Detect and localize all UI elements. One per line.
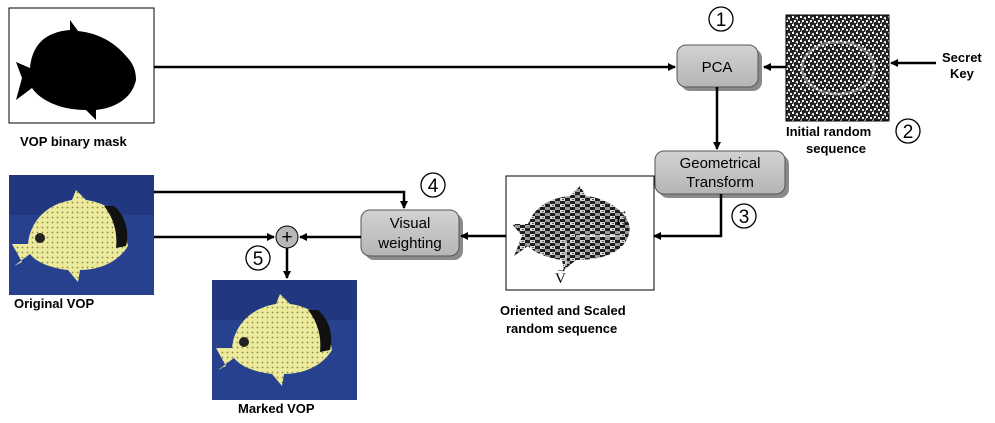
oriented-label-line2: random sequence [506,321,617,336]
transform-label: Transform [686,174,754,191]
marked-vop-image [212,280,357,400]
vector-v-label: V [555,271,566,287]
arrow-geom-to-oriented [653,194,723,240]
oriented-random-sequence-image: U → V → [505,175,655,291]
geometrical-label: Geometrical [680,155,761,172]
weighting-label: weighting [377,235,441,252]
adder-plus: + [281,227,292,248]
vector-u-arrow: → [617,205,628,217]
step-5-marker: 5 [245,245,271,271]
visual-weighting-box: Visual weighting [360,209,463,260]
step-5-number: 5 [253,249,264,270]
original-vop-image [9,175,154,295]
initial-random-sequence-image [785,14,890,122]
step-4-number: 4 [428,176,439,197]
step-3-marker: 3 [731,203,757,229]
original-vop-label: Original VOP [14,296,95,311]
step-2-number: 2 [903,122,914,143]
pca-label: PCA [702,59,733,76]
step-1-number: 1 [716,10,727,31]
initial-random-label-line2: sequence [806,141,866,156]
secret-key-label-line2: Key [950,66,975,81]
vop-binary-mask-label: VOP binary mask [20,134,127,149]
flow-arrows [154,59,936,279]
secret-key-label-line1: Secret [942,50,982,65]
adder-node: + [275,225,299,249]
step-3-number: 3 [739,207,750,228]
vector-v-arrow: → [556,263,567,275]
vector-u-label: U [616,214,627,230]
vop-binary-mask-image [8,7,155,124]
oriented-label-line1: Oriented and Scaled [500,303,626,318]
step-4-marker: 4 [420,172,446,198]
marked-vop-label: Marked VOP [238,401,315,416]
pca-box: PCA [676,44,762,91]
visual-label: Visual [390,215,431,232]
initial-random-label-line1: Initial random [786,124,871,139]
arrow-original-to-visual [154,190,408,209]
step-1-marker: 1 [708,6,734,32]
step-2-marker: 2 [895,118,921,144]
geometrical-transform-box: Geometrical Transform [654,150,789,198]
